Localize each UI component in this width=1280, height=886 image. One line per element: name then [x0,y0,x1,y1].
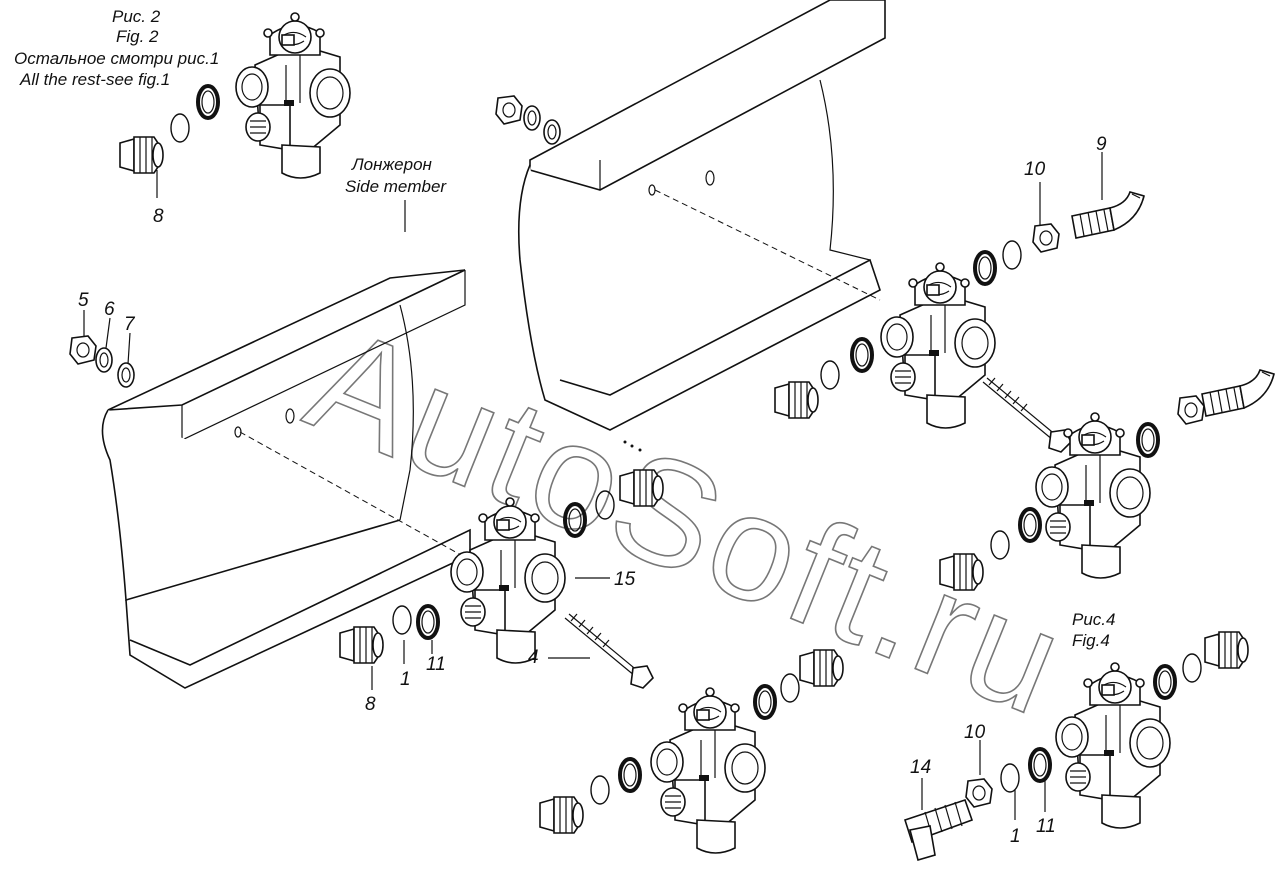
callout-5: 5 [78,290,89,311]
seal-ring-bottom-center [753,684,777,720]
seal-ring-part11 [416,604,440,640]
seal-ring-fig4 [1153,664,1177,700]
callout-14: 14 [910,757,931,778]
callout-15: 15 [614,569,636,590]
elbow-middle-right [1201,369,1275,417]
seal-ring-upper-right-left [850,337,874,373]
union-fitting-fig4 [1204,631,1249,669]
thin-ring-bottom-center-left [590,775,610,805]
mounting-line-right [654,189,881,301]
seal-ring-middle-right-left [1018,507,1042,543]
union-fitting-bottom-center-left [539,796,584,834]
callout-8-center: 8 [365,694,376,715]
callout-11-center: 11 [426,654,446,675]
caption-rest-ru: Остальное смотри рис.1 [14,49,219,68]
washer-top-2 [543,119,561,145]
nut-middle-right [1177,395,1205,425]
callout-8-top: 8 [153,206,164,227]
elbow-part9-top [1071,191,1145,239]
valve-bottom-center [650,687,766,854]
tee-fitting-part14 [903,798,974,861]
washer-part7 [117,362,135,388]
union-fitting-center [619,469,664,507]
nut-top [495,95,523,125]
callout-1-center: 1 [400,669,411,690]
thin-ring-bottom-center [780,673,800,703]
union-fitting-part8 [339,626,384,664]
seal-ring-middle-right [1136,422,1160,458]
callout-10-bottom: 10 [964,722,986,743]
mounting-line-left [239,431,471,561]
bolt-upper-right [982,377,1072,453]
thin-ring-upper-right [1002,240,1022,270]
side-member-left [101,269,471,689]
washer-top-1 [523,105,541,131]
nut-part10-top [1032,223,1060,253]
washer-part6 [95,347,113,373]
callout-9: 9 [1096,134,1107,155]
valve-fig4 [1055,662,1171,829]
thin-ring-middle-right-left [990,530,1010,560]
thin-ring-fig2 [170,113,190,143]
nut-part5 [69,335,97,365]
callout-7: 7 [124,314,136,335]
callout-1-bottom: 1 [1010,826,1021,847]
caption-fig4-ru: Рис.4 [1072,610,1115,629]
bolt-part4 [564,613,654,689]
callout-10-top: 10 [1024,159,1046,180]
side-member-right [518,0,886,431]
caption-rest-en: All the rest-see fig.1 [19,70,170,89]
caption-side-member-en: Side member [345,177,447,196]
caption-fig4-en: Fig.4 [1072,631,1110,650]
union-fitting-bottom-center [799,649,844,687]
thin-ring-upper-right-left [820,360,840,390]
caption-fig2-ru: Рис. 2 [112,7,161,26]
seal-ring-fig2 [196,84,220,120]
thin-ring-part1-fig4 [1000,763,1020,793]
valve-upper-right [880,262,996,429]
seal-ring-bottom-center-left [618,757,642,793]
union-fitting-middle-right [939,553,984,591]
union-fitting-fig2 [119,136,164,174]
thin-ring-part1 [392,605,412,635]
seal-ring-part11-fig4 [1028,747,1052,783]
nut-part10-fig4 [965,778,993,808]
union-fitting-upper-right [774,381,819,419]
caption-side-member-ru: Лонжерон [351,155,433,174]
callout-6: 6 [104,299,115,320]
callout-4: 4 [528,647,539,668]
valve-fig2 [235,12,351,179]
callout-11-bottom: 11 [1036,816,1056,837]
thin-ring-fig4 [1182,653,1202,683]
caption-fig2-en: Fig. 2 [116,27,159,46]
seal-ring-upper-right [973,250,997,286]
